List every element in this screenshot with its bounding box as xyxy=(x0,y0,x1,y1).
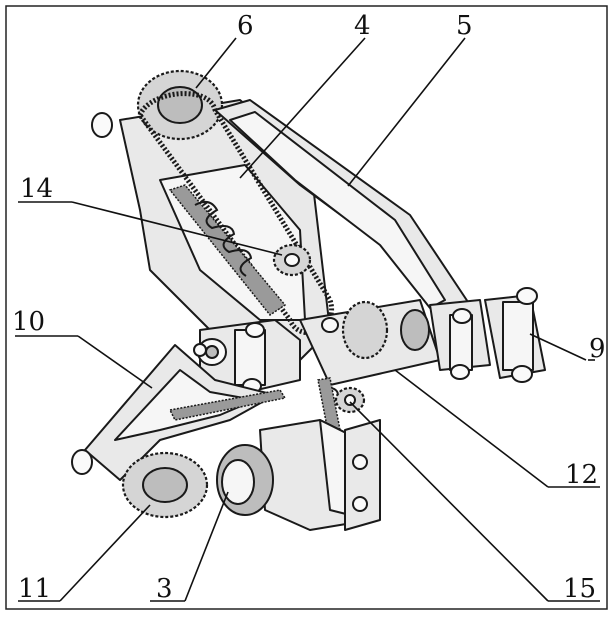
shaft-pulley-12 xyxy=(299,299,441,403)
leader-4 xyxy=(239,37,366,179)
label-14: 14 xyxy=(20,174,53,204)
right-bracket xyxy=(429,299,491,380)
belt-4 xyxy=(137,91,335,336)
leader-11b xyxy=(59,504,151,602)
label-11: 11 xyxy=(18,574,51,604)
label-4: 4 xyxy=(354,11,371,41)
label-5: 5 xyxy=(456,11,473,41)
label-15: 15 xyxy=(563,574,596,604)
spring-14 xyxy=(194,200,253,277)
leader-9b xyxy=(529,333,587,361)
leader-6 xyxy=(195,37,237,89)
leader-12b xyxy=(394,369,549,488)
leader-10b xyxy=(77,335,153,389)
mounting-plate xyxy=(344,419,381,531)
left-clips xyxy=(71,112,207,475)
label-6: 6 xyxy=(237,11,254,41)
label-10: 10 xyxy=(12,307,45,337)
small-gear-15 xyxy=(334,386,366,414)
part-labels: 6 4 5 14 10 9 12 11 3 15 xyxy=(12,11,606,604)
leader-14b xyxy=(71,201,283,256)
label-3: 3 xyxy=(156,574,173,604)
label-9: 9 xyxy=(589,334,606,364)
leader-5 xyxy=(347,37,466,187)
leader-lines xyxy=(15,37,600,602)
figure-border xyxy=(5,5,608,610)
lower-gear-11 xyxy=(121,451,209,519)
end-effector-9 xyxy=(484,287,546,383)
leader-3b xyxy=(184,491,229,602)
small-gear-14 xyxy=(272,243,312,277)
label-12: 12 xyxy=(565,460,598,490)
lower-rack xyxy=(168,389,287,421)
leader-15b xyxy=(349,401,549,602)
